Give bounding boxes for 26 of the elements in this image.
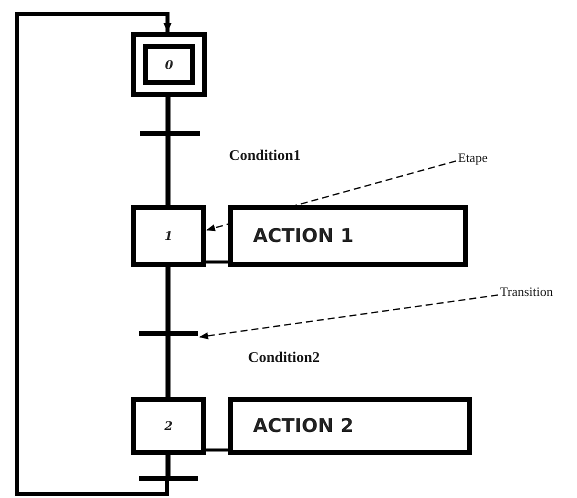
connector-line: [166, 336, 170, 397]
condition-label: Condition1: [229, 148, 301, 165]
action-label: ACTION 1: [253, 225, 354, 247]
transition-bar: [139, 331, 198, 336]
condition-label: Condition2: [248, 350, 320, 367]
loop-arrow: [15, 12, 172, 496]
step-number: 1: [164, 229, 173, 243]
action-box: [228, 397, 472, 455]
connector-line: [166, 455, 170, 476]
callout-label: Etape: [458, 149, 488, 167]
connector-line: [166, 136, 170, 205]
transition-bar: [139, 476, 198, 481]
connector-line: [166, 267, 170, 331]
connector-line: [206, 448, 228, 452]
step-box: [131, 397, 206, 455]
connector-line: [166, 97, 170, 131]
action-label: ACTION 2: [253, 415, 354, 437]
step-box: [131, 205, 206, 267]
transition-bar: [140, 131, 200, 136]
callout-label: Transition: [500, 283, 553, 301]
initial-step-box: [131, 32, 207, 97]
action-box: [228, 205, 468, 267]
leader-arrow: [199, 294, 498, 340]
connector-line: [206, 260, 228, 264]
step-number: 0: [164, 58, 174, 72]
step-number: 2: [164, 419, 173, 433]
